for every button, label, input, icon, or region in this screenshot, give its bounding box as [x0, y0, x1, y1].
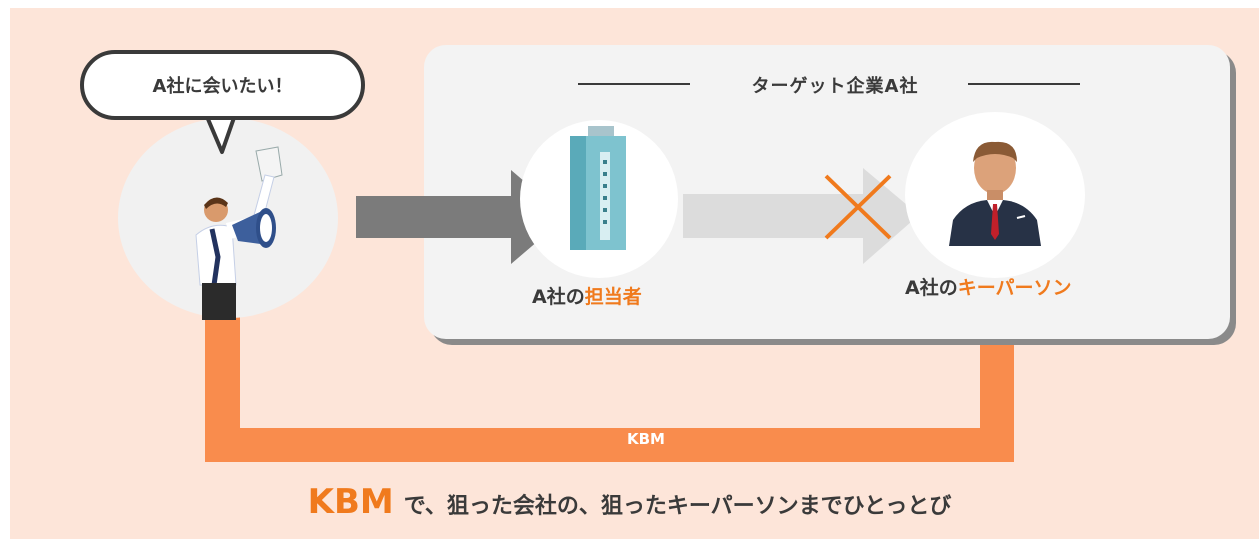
bubble-tail-cover [204, 108, 238, 116]
key-person-highlight: キーパーソン [957, 277, 1072, 299]
blocked-arrow [683, 168, 919, 264]
key-person-label: A社のキーパーソン [905, 277, 1072, 299]
tagline-brand: KBM [307, 482, 394, 522]
main-arrow [356, 170, 566, 264]
tagline: KBM で、狙った会社の、狙ったキーパーソンまでひとっとび [0, 482, 1259, 522]
megaphone-person-icon [195, 146, 283, 320]
contact-highlight: 担当者 [584, 286, 642, 308]
businessman-icon [949, 141, 1041, 246]
cross-icon [824, 174, 892, 240]
speech-bubble-text: A社に会いたい！ [152, 76, 293, 97]
route-label: KBM [627, 430, 665, 448]
office-building-icon [570, 126, 626, 250]
title-line-right [968, 83, 1080, 85]
contact-label: A社の担当者 [532, 286, 642, 308]
title-line-left [578, 83, 690, 85]
panel-title: ターゲット企業A社 [751, 76, 919, 97]
tagline-text: で、狙った会社の、狙ったキーパーソンまでひとっとび [403, 494, 952, 519]
